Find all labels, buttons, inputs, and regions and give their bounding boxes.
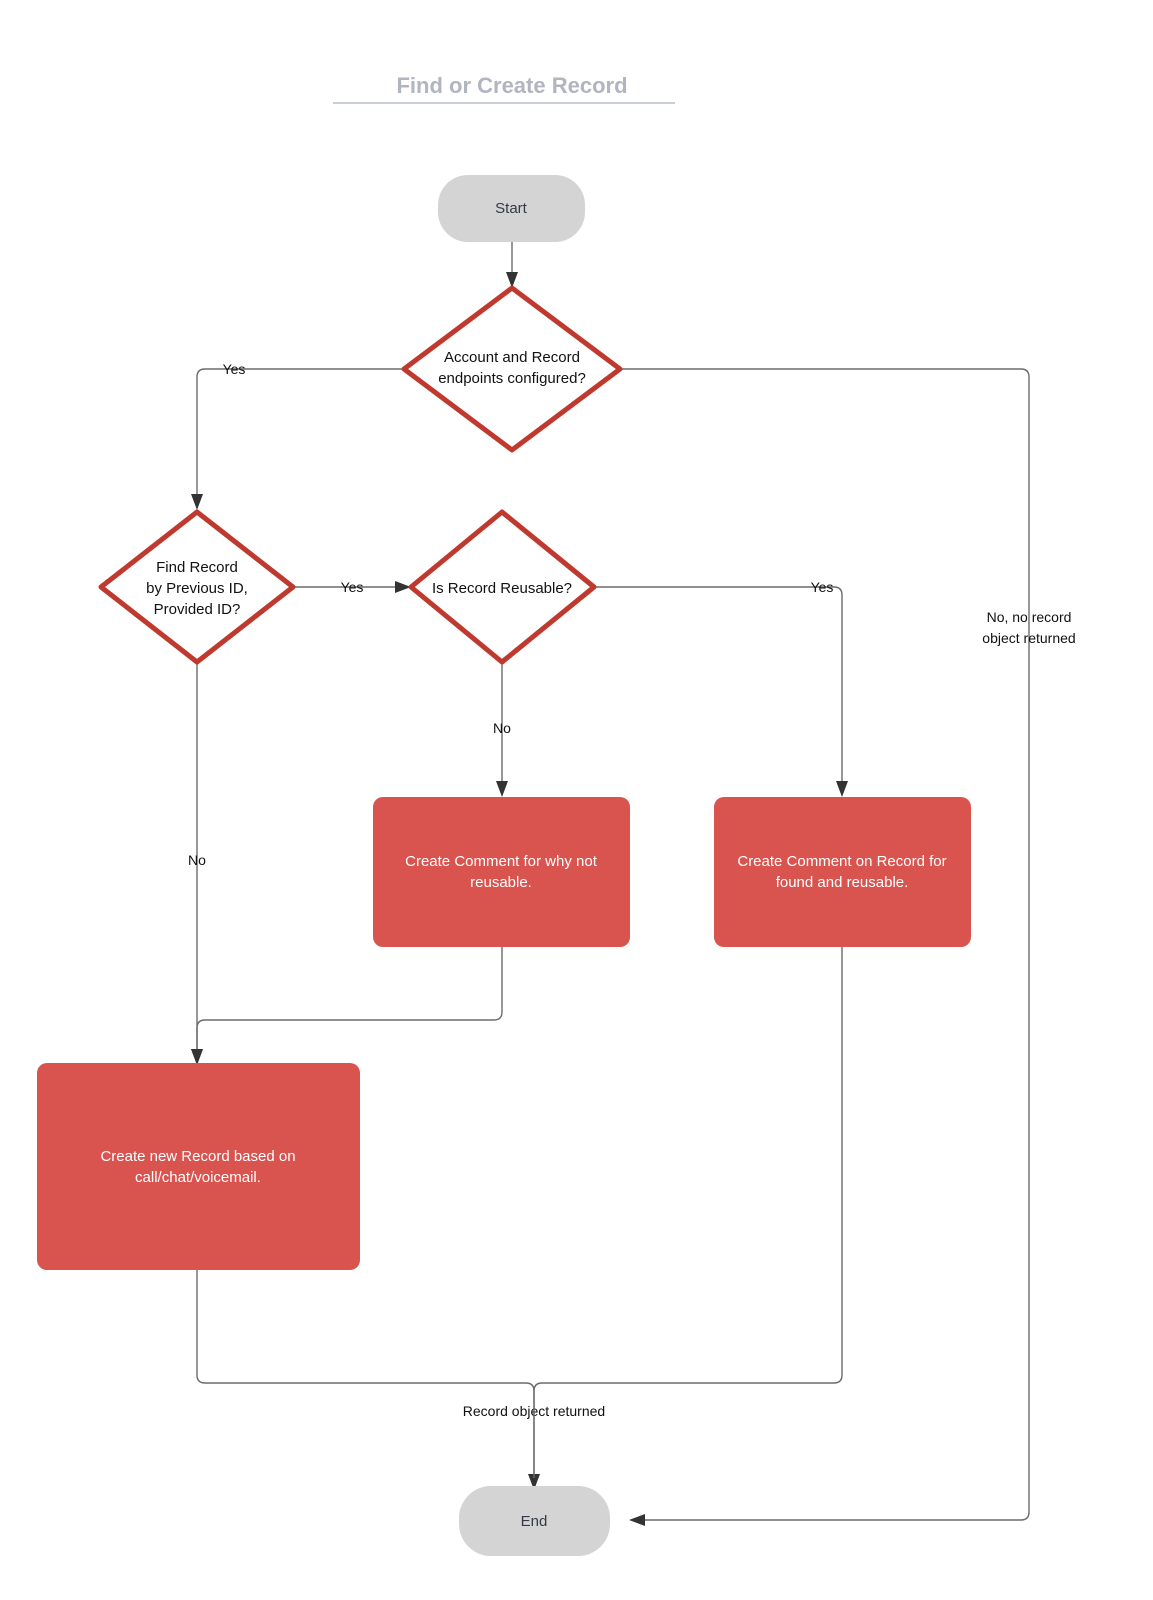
node-comment-found-reusable[interactable]: Create Comment on Record for found and r… (714, 797, 971, 947)
edge-comment-not-reusable-to-create (191, 947, 503, 1065)
start-terminal-shape[interactable] (438, 175, 585, 242)
edge-label-endpoints-no-line1: No, no record (987, 609, 1072, 625)
comment-why-not-reusable-label-line1: Create Comment for why not (405, 853, 598, 870)
comment-why-not-reusable-label-line2: reusable. (470, 874, 532, 891)
edge-reusable-yes (594, 586, 848, 797)
edge-comment-reusable-to-end (533, 947, 843, 1478)
create-new-record-label-line2: call/chat/voicemail. (135, 1169, 261, 1186)
edge-label-reusable-no: No (493, 720, 511, 736)
node-start[interactable]: Start (438, 175, 585, 242)
node-find-record[interactable]: Find Record by Previous ID, Provided ID? (98, 509, 296, 665)
find-record-label-line1: Find Record (156, 559, 238, 576)
edge-endpoints-yes (191, 368, 404, 510)
record-reusable-label-line1: Is Record Reusable? (432, 580, 572, 597)
comment-found-reusable-label-line1: Create Comment on Record for (737, 853, 946, 870)
node-comment-why-not-reusable[interactable]: Create Comment for why not reusable. (373, 797, 630, 947)
endpoints-configured-diamond-shape[interactable] (401, 285, 623, 453)
edge-label-endpoints-no-line2: object returned (982, 630, 1075, 646)
edge-label-find-no: No (188, 852, 206, 868)
create-new-record-label-line1: Create new Record based on (100, 1148, 295, 1165)
page-title: Find or Create Record (396, 73, 627, 98)
edge-create-to-end (196, 1270, 540, 1490)
find-record-label-line3: Provided ID? (154, 601, 241, 618)
edge-label-endpoints-yes: Yes (223, 361, 246, 377)
comment-found-reusable-shape[interactable] (714, 797, 971, 947)
end-label: End (521, 1513, 548, 1530)
edge-find-yes (293, 581, 411, 593)
end-terminal-shape[interactable] (459, 1486, 610, 1556)
edge-start-to-endpoints (506, 242, 518, 288)
find-record-label-line2: by Previous ID, (146, 580, 248, 597)
comment-found-reusable-label-line2: found and reusable. (776, 874, 909, 891)
record-reusable-diamond-shape[interactable] (408, 509, 597, 665)
node-end[interactable]: End (459, 1486, 610, 1556)
edge-reusable-no (496, 662, 508, 797)
start-label: Start (495, 200, 528, 217)
edge-label-find-yes: Yes (341, 579, 364, 595)
comment-why-not-reusable-shape[interactable] (373, 797, 630, 947)
node-record-reusable[interactable]: Is Record Reusable? (408, 509, 597, 665)
find-record-diamond-shape[interactable] (98, 509, 296, 665)
endpoints-configured-label-line1: Account and Record (444, 349, 580, 366)
create-new-record-shape[interactable] (37, 1063, 360, 1270)
edge-endpoints-no (620, 368, 1030, 1526)
edge-label-reusable-yes: Yes (811, 579, 834, 595)
endpoints-configured-label-line2: endpoints configured? (438, 370, 586, 387)
node-endpoints-configured[interactable]: Account and Record endpoints configured? (401, 285, 623, 453)
node-create-new-record[interactable]: Create new Record based on call/chat/voi… (37, 1063, 360, 1270)
